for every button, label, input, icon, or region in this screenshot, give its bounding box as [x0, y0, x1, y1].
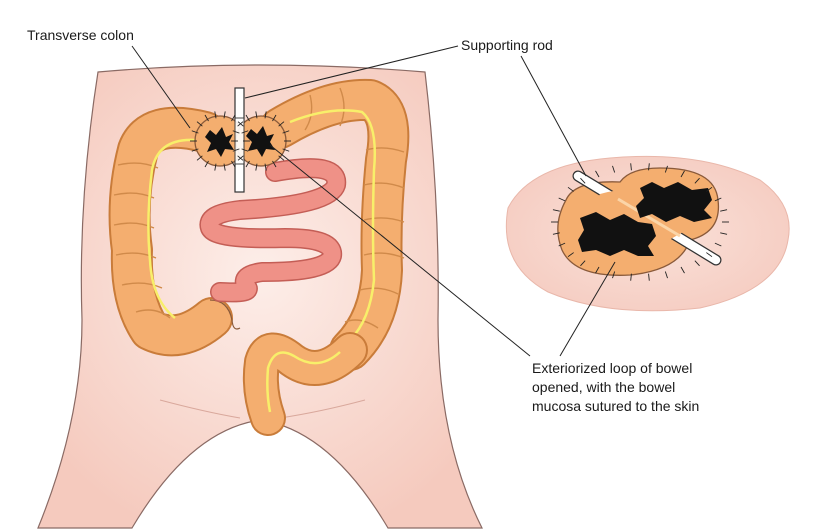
suture-mark — [282, 130, 290, 134]
suture-mark — [282, 148, 290, 152]
suture-mark — [214, 111, 217, 119]
suture-mark — [630, 163, 632, 171]
suture-mark — [237, 121, 244, 127]
leader-lines — [131, 45, 616, 357]
suture-mark — [272, 114, 277, 122]
suture-mark — [694, 177, 700, 184]
loop-stoma-abdomen — [190, 87, 291, 193]
suture-mark — [196, 121, 203, 127]
label-exteriorized-loop-line-1: Exteriorized loop of bowel — [532, 360, 693, 376]
suture-mark — [580, 260, 586, 267]
suture-mark — [241, 148, 249, 152]
closeup-skin-patch — [505, 155, 790, 312]
suture-mark — [714, 242, 722, 247]
suture-mark — [237, 155, 244, 161]
mucosa-opening-upper — [636, 182, 712, 222]
suture-mark — [552, 232, 560, 235]
suture-mark — [680, 170, 685, 178]
suture-mark — [664, 165, 668, 173]
suture-mark — [255, 163, 258, 171]
suture-mark — [245, 160, 250, 168]
suture-mark — [720, 232, 728, 235]
suture-mark — [255, 111, 258, 119]
label-supporting-rod: Supporting rod — [461, 37, 553, 53]
suture-mark — [720, 209, 728, 212]
suture-mark — [232, 130, 240, 134]
suture-mark — [191, 130, 199, 134]
suture-mark — [272, 160, 277, 168]
suture-mark — [648, 163, 650, 171]
suture-mark — [232, 148, 240, 152]
suture-mark — [264, 111, 267, 119]
suture-mark — [694, 260, 700, 267]
suture-mark — [231, 114, 236, 122]
suture-mark — [630, 273, 632, 281]
label-exteriorized-loop: Exteriorized loop of bowel opened, with … — [532, 359, 699, 416]
suture-mark — [223, 111, 226, 119]
suture-mark — [612, 165, 616, 173]
large-bowel — [108, 78, 410, 436]
suture-mark — [204, 114, 209, 122]
suture-mark — [245, 114, 250, 122]
leader-rod-closeup — [520, 55, 587, 177]
suture-mark — [204, 160, 209, 168]
suture-mark — [223, 163, 226, 171]
suture-mark — [558, 197, 566, 202]
leader-exteriorized-loop-abdomen — [269, 144, 531, 357]
suture-mark — [214, 163, 217, 171]
suture-mark — [612, 271, 616, 279]
suture-mark — [278, 155, 285, 161]
small-bowel — [199, 158, 347, 303]
label-transverse-colon: Transverse colon — [27, 27, 134, 43]
stoma-opening-right — [235, 115, 287, 167]
suture-mark — [648, 273, 650, 281]
suture-mark — [264, 163, 267, 171]
suture-mark — [196, 155, 203, 161]
suture-mark — [191, 148, 199, 152]
suture-mark — [664, 271, 668, 279]
suture-mark — [706, 186, 713, 192]
suture-mark — [552, 209, 560, 212]
suture-mark — [567, 252, 574, 258]
suture-mark — [706, 252, 713, 258]
stoma-opening-left — [194, 115, 246, 167]
suture-mark — [567, 186, 574, 192]
leader-supporting-rod — [244, 45, 459, 99]
suture-mark — [580, 177, 586, 184]
suture-mark — [680, 266, 685, 274]
suture-mark — [231, 160, 236, 168]
label-exteriorized-loop-line-3: mucosa sutured to the skin — [532, 398, 700, 414]
leader-transverse-colon — [131, 45, 191, 129]
suture-mark — [558, 242, 566, 247]
suture-mark — [278, 121, 285, 127]
mucosa-opening-lower — [578, 212, 656, 256]
suture-mark — [241, 130, 249, 134]
suture-mark — [595, 266, 600, 274]
leader-exteriorized-loop-closeup — [559, 261, 616, 357]
suture-mark — [595, 170, 600, 178]
suture-mark — [714, 197, 722, 202]
label-exteriorized-loop-line-2: opened, with the bowel — [532, 379, 676, 395]
